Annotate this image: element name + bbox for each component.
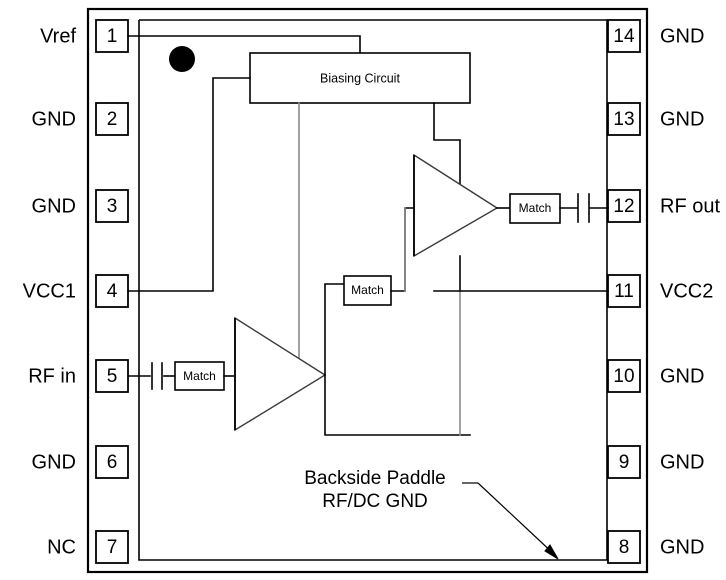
- pin-label-1: Vref: [40, 25, 76, 47]
- match-input-block[interactable]: [174, 361, 225, 391]
- match-interstage-label: Match: [351, 283, 384, 297]
- pin-number-5: 5: [107, 366, 118, 387]
- pin-box-10[interactable]: 10: [607, 359, 641, 393]
- wire-pin1-to-biasing: [127, 35, 361, 54]
- pin-number-10: 10: [613, 366, 634, 387]
- pin-number-1: 1: [107, 26, 118, 47]
- pin-label-5: RF in: [28, 365, 76, 387]
- pin-number-3: 3: [107, 196, 118, 217]
- wire-amp1-lower-return: [324, 374, 471, 436]
- pin1-orientation-dot-icon: [169, 46, 195, 72]
- pin-box-9[interactable]: 9: [607, 445, 641, 479]
- pin-box-11[interactable]: 11: [607, 274, 641, 308]
- wire-pin4-to-biasing: [127, 77, 251, 292]
- pin-number-13: 13: [613, 109, 634, 130]
- pin-number-4: 4: [107, 281, 118, 302]
- pin-label-8: GND: [660, 536, 704, 558]
- pin-box-3[interactable]: 3: [95, 189, 129, 223]
- pin-box-13[interactable]: 13: [607, 102, 641, 136]
- pin-number-11: 11: [614, 281, 634, 302]
- die-boundary-outline: [138, 19, 608, 561]
- pin-number-7: 7: [107, 537, 118, 558]
- cap-input-icon: [151, 362, 163, 390]
- pin-number-6: 6: [107, 452, 118, 473]
- backside-paddle-label-line1: Backside Paddle: [304, 468, 446, 489]
- pin-label-9: GND: [660, 451, 704, 473]
- pin-box-5[interactable]: 5: [95, 359, 129, 393]
- pin-label-12: RF out: [660, 195, 720, 217]
- backside-paddle-label-line2: RF/DC GND: [322, 491, 428, 512]
- pin-label-14: GND: [660, 25, 704, 47]
- wire-biasing-to-amp2: [433, 102, 461, 211]
- pin-box-4[interactable]: 4: [95, 274, 129, 308]
- pin-number-12: 12: [613, 196, 634, 217]
- pin-label-2: GND: [32, 108, 76, 130]
- pin-label-6: GND: [32, 451, 76, 473]
- pin-box-1[interactable]: 1: [95, 19, 129, 53]
- pin-label-4: VCC1: [23, 280, 76, 302]
- pin-box-7[interactable]: 7: [95, 530, 129, 564]
- pin-label-13: GND: [660, 108, 704, 130]
- pin-number-14: 14: [613, 26, 635, 47]
- pin-number-2: 2: [107, 109, 118, 130]
- match-input-label: Match: [183, 369, 216, 383]
- pin-box-8[interactable]: 8: [607, 530, 641, 564]
- pin-box-6[interactable]: 6: [95, 445, 129, 479]
- cap-output-icon: [577, 193, 590, 223]
- biasing-circuit-label: Biasing Circuit: [320, 71, 400, 85]
- pin-box-2[interactable]: 2: [95, 102, 129, 136]
- backside-paddle-arrow-icon: [462, 482, 559, 560]
- pin-label-11: VCC2: [660, 280, 713, 302]
- pin-box-12[interactable]: 12: [607, 189, 641, 223]
- match-output-label: Match: [519, 201, 552, 215]
- pin-label-7: NC: [47, 536, 76, 558]
- pin-number-9: 9: [619, 452, 630, 473]
- pin-box-14[interactable]: 14: [607, 19, 641, 53]
- wire-amp1-to-match-mid: [324, 283, 345, 376]
- pin-label-10: GND: [660, 365, 704, 387]
- pin-number-8: 8: [619, 537, 630, 558]
- pin-label-3: GND: [32, 195, 76, 217]
